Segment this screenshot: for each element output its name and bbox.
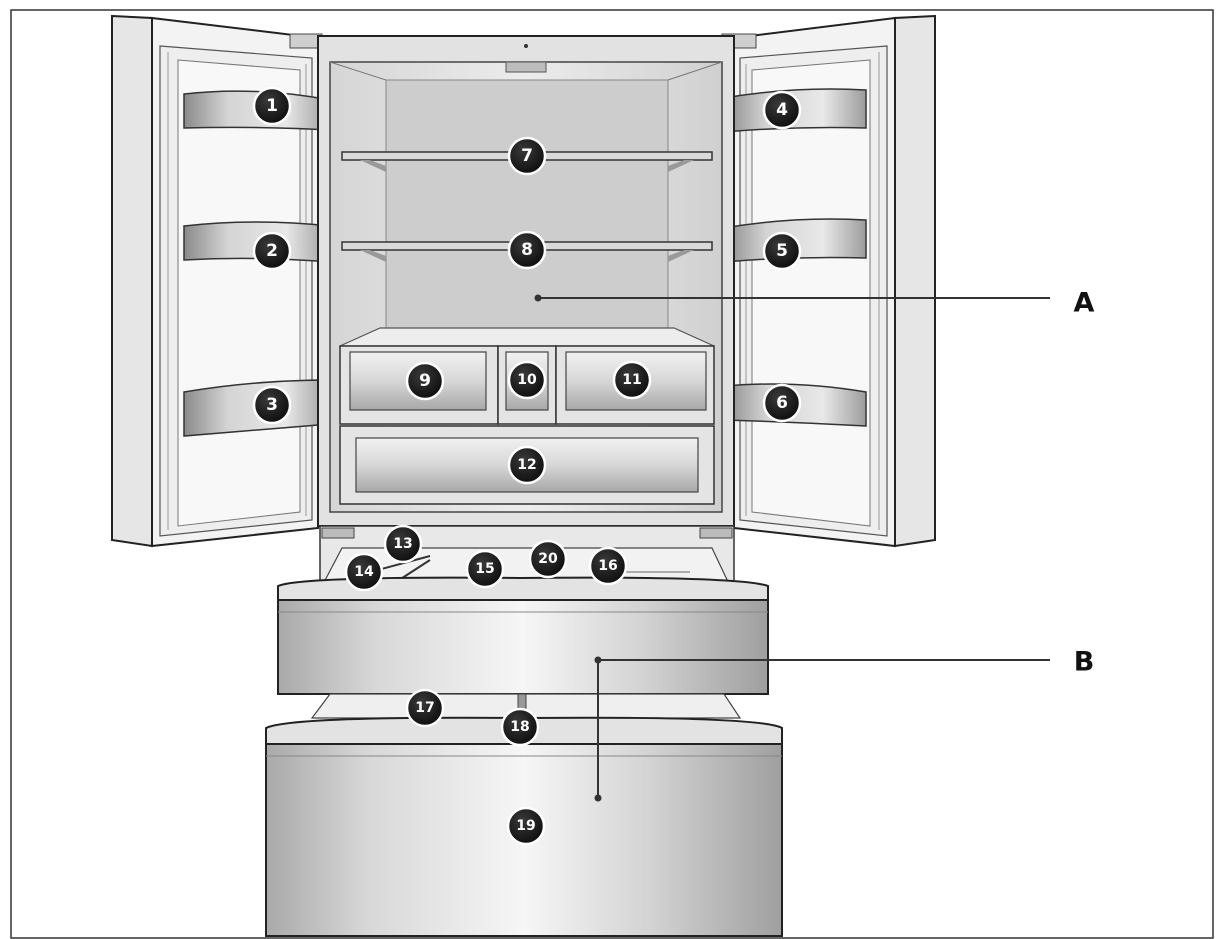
part-badge-11: 11	[612, 360, 652, 400]
part-badge-4: 4	[762, 90, 802, 130]
part-badge-17: 17	[405, 688, 445, 728]
part-badge-20: 20	[528, 539, 568, 579]
svg-text:6: 6	[776, 393, 788, 413]
svg-text:5: 5	[776, 241, 788, 261]
callout-label-b: B	[1074, 647, 1095, 678]
svg-text:13: 13	[393, 536, 412, 552]
part-badge-18: 18	[500, 707, 540, 747]
part-badge-2: 2	[252, 231, 292, 271]
svg-text:8: 8	[521, 240, 533, 260]
svg-text:12: 12	[517, 457, 536, 473]
part-badge-12: 12	[507, 445, 547, 485]
svg-text:4: 4	[776, 100, 788, 120]
part-badge-5: 5	[762, 231, 802, 271]
part-badge-3: 3	[252, 385, 292, 425]
svg-text:17: 17	[415, 700, 434, 716]
part-badge-19: 19	[506, 806, 546, 846]
svg-text:14: 14	[354, 564, 374, 580]
svg-text:11: 11	[622, 372, 641, 388]
callout-label-a: A	[1074, 288, 1095, 319]
part-badge-1: 1	[252, 86, 292, 126]
part-badge-13: 13	[383, 524, 423, 564]
svg-text:7: 7	[521, 146, 533, 166]
part-badge-7: 7	[507, 136, 547, 176]
part-badge-9: 9	[405, 361, 445, 401]
freezer-drawer-upper	[277, 576, 769, 695]
svg-text:10: 10	[517, 372, 537, 388]
svg-text:2: 2	[266, 241, 278, 261]
svg-text:18: 18	[510, 719, 529, 735]
svg-text:9: 9	[419, 371, 431, 391]
callout-b-leader	[594, 656, 1050, 802]
part-badge-15: 15	[465, 549, 505, 589]
part-badge-8: 8	[507, 230, 547, 270]
svg-text:15: 15	[475, 561, 494, 577]
svg-text:1: 1	[266, 96, 278, 116]
svg-text:19: 19	[516, 818, 535, 834]
part-badge-14: 14	[344, 552, 384, 592]
svg-text:3: 3	[266, 395, 278, 415]
crisper-cover	[339, 327, 715, 347]
part-badge-6: 6	[762, 383, 802, 423]
part-badge-10: 10	[507, 360, 547, 400]
part-badge-16: 16	[588, 546, 628, 586]
callout-a-leader	[534, 294, 1050, 302]
svg-text:20: 20	[538, 551, 558, 567]
svg-text:16: 16	[598, 558, 617, 574]
